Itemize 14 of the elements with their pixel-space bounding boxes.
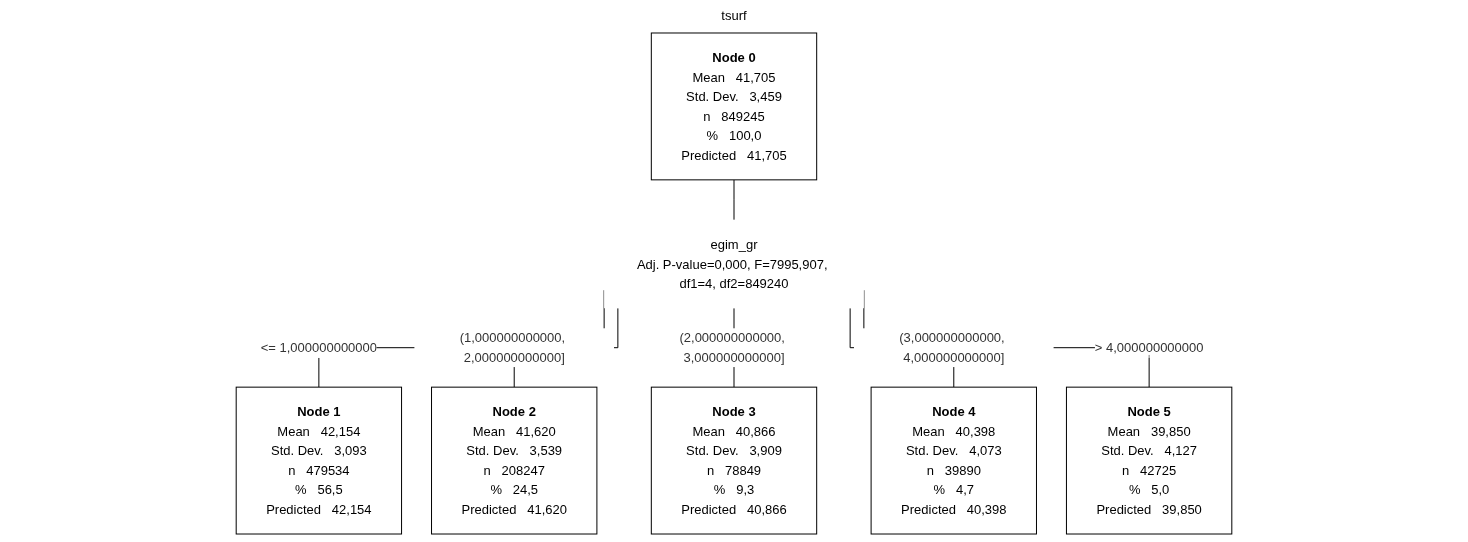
edge-label: <= 1,000000000000 [260, 339, 378, 355]
node-box: Node 4 Mean 40,398 Std. Dev. 4,073 n 39890 % 4,7 Predicted 40,398 [870, 386, 1037, 535]
edge-label: > 4,000000000000 [1094, 339, 1204, 355]
node-box: Node 2 Mean 41,620 Std. Dev. 3,539 n 208247 % 24,5 Predicted 41,620 [431, 386, 598, 535]
node-box: Node 3 Mean 40,866 Std. Dev. 3,909 n 78849 % 9,3 Predicted 40,866 [650, 386, 818, 535]
chart-title: tsurf [721, 8, 747, 23]
edge-label: (3,000000000000, 4,000000000000] [899, 330, 1005, 365]
connector [733, 179, 735, 221]
edge-label: (2,000000000000, 3,000000000000] [679, 330, 785, 365]
edge-label: (1,000000000000, 2,000000000000] [459, 330, 566, 365]
node-box: Node 1 Mean 42,154 Std. Dev. 3,093 n 479534 % 56,5 Predicted 42,154 [235, 386, 403, 535]
node-text: egim_gr Adj. P-value=0,000, F=7995,907, df1=4, df2=849240 [636, 236, 828, 291]
node-box: Node 5 Mean 39,850 Std. Dev. 4,127 n 42725 % 5,0 Predicted 39,850 [1065, 386, 1233, 535]
node-box: Node 0 Mean 41,705 Std. Dev. 3,459 n 849245 % 100,0 Predicted 41,705 [650, 32, 818, 181]
